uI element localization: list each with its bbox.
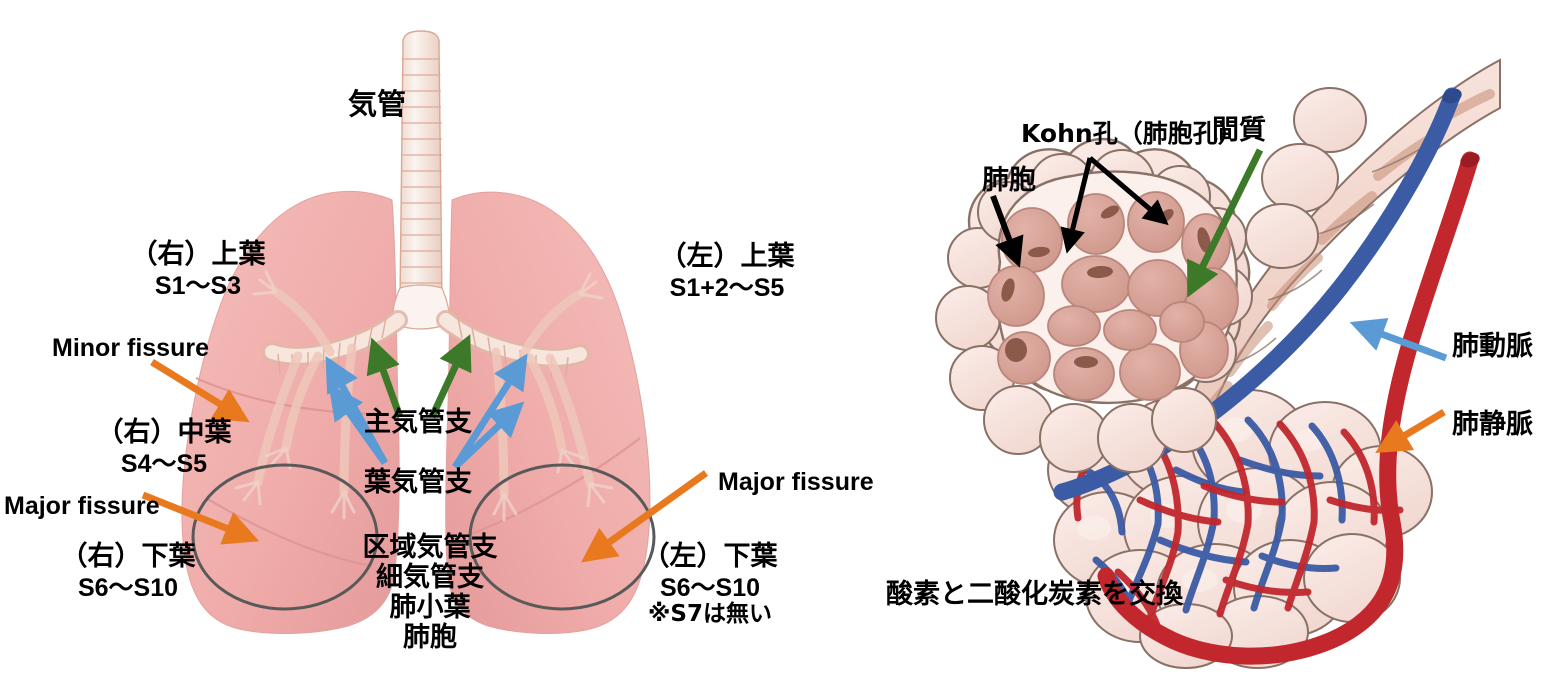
- main-bronchus-arrows: [366, 334, 472, 419]
- label-left-lower-lobe-segments: S6〜S10: [659, 574, 761, 602]
- pulmonary-vein-vessel: [1097, 151, 1479, 665]
- major-fissure-left-arrow: [141, 491, 260, 545]
- label-left-lower-lobe: （左）下葉: [642, 541, 778, 572]
- alveoli-vessels-illustration: [935, 58, 1501, 669]
- label-left-upper-lobe-segments: S1+2〜S5: [669, 274, 785, 302]
- lungs-illustration: [141, 30, 709, 634]
- lobar-bronchus-arrows: [325, 353, 528, 470]
- label-pulmonary-artery: 肺動脈: [1452, 331, 1533, 362]
- label-interstitium: 間質: [1212, 115, 1266, 146]
- label-major-fissure-right: Major fissure: [718, 468, 874, 496]
- label-bronchiole: 細気管支: [376, 562, 484, 593]
- left-lower-lobe-marker-ellipse: [468, 463, 656, 611]
- label-right-upper-lobe: （右）上葉: [130, 239, 266, 270]
- alveolus-cutaway-cluster: [935, 137, 1253, 473]
- label-trachea: 気管: [348, 87, 407, 121]
- label-major-fissure-left: Major fissure: [4, 492, 160, 520]
- label-left-lower-lobe-note: ※S7は無い: [648, 601, 772, 627]
- label-pulmonary-lobule: 肺小葉: [389, 592, 471, 623]
- right-lower-lobe-marker-ellipse: [191, 463, 379, 611]
- label-right-lower-lobe-segments: S6〜S10: [77, 574, 179, 602]
- label-main-bronchus: 主気管支: [364, 407, 472, 438]
- label-right-lower-lobe: （右）下葉: [60, 541, 196, 572]
- pulmonary-artery-vessel: [1053, 87, 1461, 501]
- minor-fissure-arrow: [150, 359, 250, 423]
- label-gas-exchange: 酸素と二酸化炭素を交換: [886, 579, 1183, 610]
- major-fissure-right-arrow: [581, 470, 709, 563]
- label-right-middle-lobe-segments: S4〜S5: [120, 450, 208, 478]
- label-pulmonary-vein: 肺静脈: [1452, 409, 1533, 440]
- label-alveolus-left-panel: 肺胞: [403, 622, 457, 653]
- label-segmental-bronchus: 区域気管支: [362, 532, 498, 563]
- label-right-middle-lobe: （右）中葉: [96, 417, 232, 448]
- label-alveolus: 肺胞: [982, 165, 1036, 196]
- trachea-graphic: [399, 30, 443, 301]
- label-kohn-pore: Kohn孔（肺胞孔）: [1021, 119, 1243, 148]
- label-right-upper-lobe-segments: S1〜S3: [154, 272, 242, 300]
- label-minor-fissure: Minor fissure: [52, 334, 209, 362]
- label-lobar-bronchus: 葉気管支: [364, 467, 472, 498]
- label-left-upper-lobe: （左）上葉: [659, 241, 795, 272]
